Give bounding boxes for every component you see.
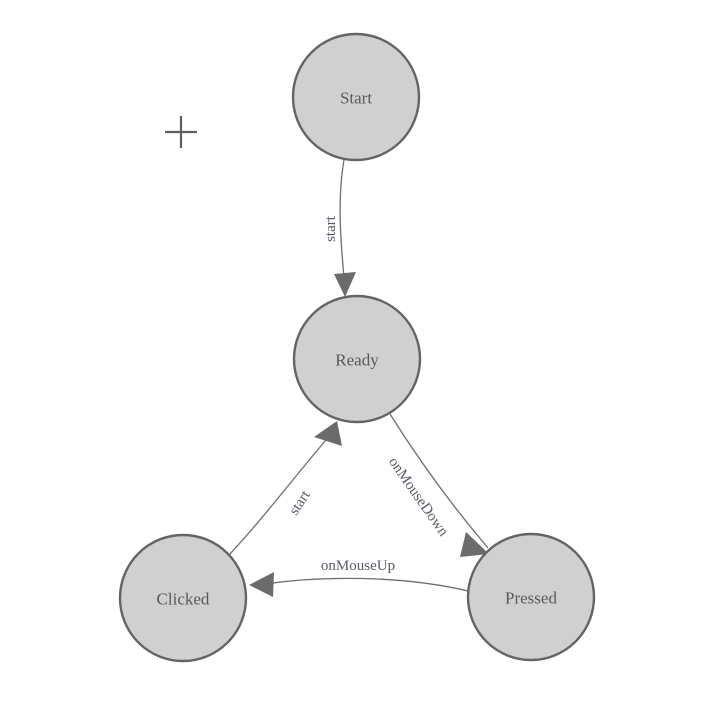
edge-label-start-to-ready: start [323, 215, 339, 242]
arrowhead-clicked-to-ready [314, 421, 342, 446]
node-start[interactable]: Start [291, 32, 421, 162]
edge-ready-to-pressed[interactable]: onMouseDown [385, 413, 489, 557]
node-circle-start[interactable] [291, 32, 421, 162]
arrowhead-start-to-ready [334, 272, 356, 297]
edge-path-pressed-to-clicked[interactable] [264, 577, 469, 592]
node-circle-ready[interactable] [292, 294, 422, 424]
node-pressed[interactable]: Pressed [466, 532, 596, 662]
edge-path-clicked-to-ready[interactable] [227, 439, 327, 557]
edge-pressed-to-clicked[interactable]: onMouseUp [249, 558, 469, 597]
node-ready[interactable]: Ready [292, 294, 422, 424]
node-circle-pressed[interactable] [466, 532, 596, 662]
edge-path-start-to-ready[interactable] [339, 159, 345, 278]
edge-label-clicked-to-ready: start [286, 487, 314, 518]
edge-start-to-ready[interactable]: start [323, 159, 356, 297]
edge-label-pressed-to-clicked: onMouseUp [321, 558, 395, 574]
edge-clicked-to-ready[interactable]: start [227, 421, 342, 557]
node-clicked[interactable]: Clicked [118, 533, 248, 663]
edge-path-ready-to-pressed[interactable] [389, 413, 489, 549]
arrowhead-pressed-to-clicked [249, 572, 274, 597]
arrowhead-ready-to-pressed [460, 532, 489, 557]
plus-marker-icon[interactable] [165, 116, 197, 148]
node-circle-clicked[interactable] [118, 533, 248, 663]
edge-label-ready-to-pressed: onMouseDown [385, 455, 451, 540]
